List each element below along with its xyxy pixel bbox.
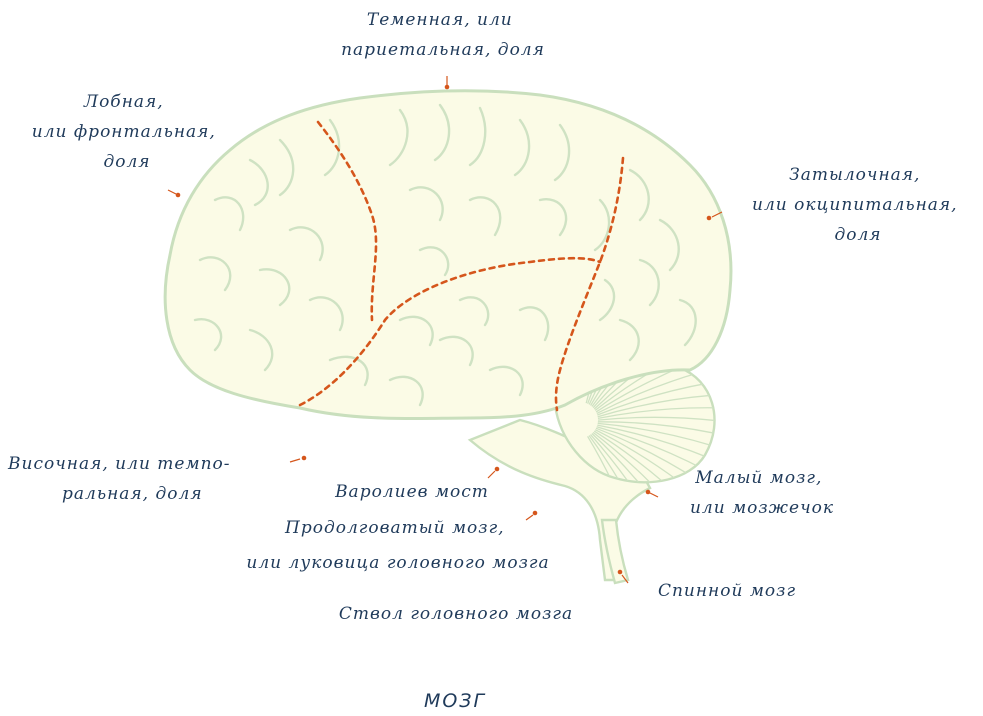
cerebellum-folia-line	[588, 366, 650, 405]
cerebellum-folia-line	[597, 424, 710, 459]
label-frontal: Лобная, или фронтальная, доля	[32, 92, 222, 172]
label-spinal-cord: Спинной мозг	[658, 581, 796, 601]
cerebellum-folia-line	[594, 429, 695, 483]
label-temporal: Височная, или темпо- ральная, доля	[7, 454, 237, 504]
cerebellum-folia-line	[597, 421, 715, 434]
diagram-title: МОЗГ	[424, 690, 486, 712]
cerebellum-shape	[553, 365, 716, 484]
label-occipital: Затылочная, или окципитальная, доля	[752, 165, 964, 245]
label-parietal: Теменная, или париетальная, доля	[341, 10, 545, 60]
cerebellum-folia-line	[591, 433, 670, 483]
cerebellum-folia-line	[597, 416, 715, 422]
leader-lines	[167, 76, 723, 584]
cerebellum-folia-line	[590, 434, 660, 483]
cerebellum-folia-line	[590, 366, 661, 406]
lateral-sulcus-line	[298, 256, 602, 407]
label-cerebellum: Малый мозг, или мозжечок	[690, 468, 834, 518]
cerebellum-folia-line	[594, 366, 695, 411]
cerebellum-folia-line	[592, 431, 679, 483]
cerebellum-folia-line	[595, 366, 701, 413]
parieto-occipital-line	[554, 156, 625, 412]
cerebellum-folia-line	[587, 435, 638, 483]
cerebellum-folia-line	[592, 366, 680, 409]
cerebellum-folia-line	[597, 382, 710, 416]
label-pons: Варолиев мост	[334, 482, 489, 502]
central-sulcus-line	[316, 120, 378, 322]
cerebellum-folia-line	[593, 430, 687, 483]
spinal-cord-shape	[600, 518, 630, 585]
cerebellum-folia-line	[596, 426, 706, 471]
cerebellum-folia-line	[597, 394, 713, 418]
label-brainstem: Ствол головного мозга	[339, 604, 573, 624]
lobe-borders	[298, 120, 625, 412]
cerebrum-shape	[163, 89, 733, 421]
cerebellum-folia-line	[588, 435, 649, 483]
label-medulla: Продолговатый мозг, или луковица головно…	[246, 518, 549, 573]
cerebellum-folia-line	[591, 366, 671, 407]
cerebellum-folia-line	[597, 422, 713, 447]
cerebellum-folia-line	[597, 407, 715, 420]
